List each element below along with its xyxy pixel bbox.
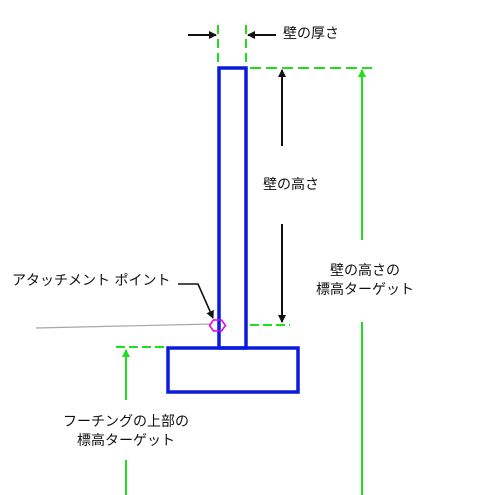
wall-height-label: 壁の高さ	[263, 177, 319, 193]
wall-thickness-label: 壁の厚さ	[283, 26, 339, 42]
footing-outline	[166, 346, 300, 394]
footing-top-target-label: フーチングの上部の 標高ターゲット	[40, 413, 212, 451]
attachment-point-label: アタッチメント ポイント	[12, 273, 171, 289]
wall-height-target-label: 壁の高さの 標高ターゲット	[300, 262, 430, 300]
attachment-point-marker	[208, 319, 227, 332]
wall-outline	[217, 66, 248, 350]
wall-height-target-label-line2: 標高ターゲット	[316, 282, 414, 298]
footing-top-target-label-line2: 標高ターゲット	[77, 433, 175, 449]
footing-top-target-label-line1: フーチングの上部の	[63, 414, 189, 430]
attachment-point-leader	[178, 283, 214, 319]
wall-height-target-label-line1: 壁の高さの	[330, 263, 400, 279]
ground-line	[35, 323, 213, 329]
